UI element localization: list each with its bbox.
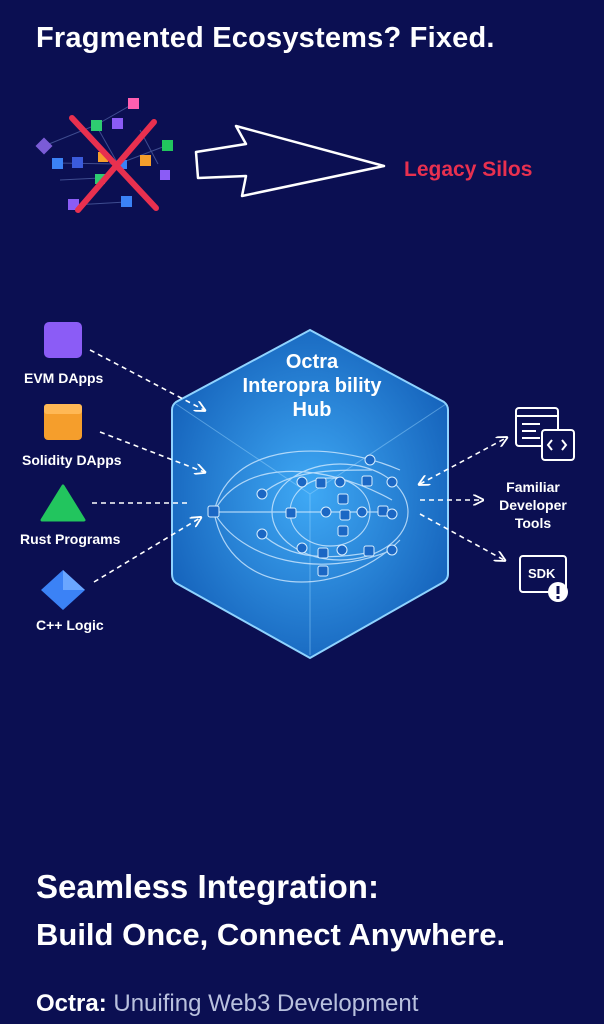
tagline-line1: Seamless Integration:	[36, 868, 379, 905]
developer-tools-line3: Tools	[514, 515, 552, 531]
sdk-label: SDK	[528, 566, 556, 581]
green-triangle-icon	[40, 484, 86, 522]
page-title: Fragmented Ecosystems? Fixed.	[36, 22, 495, 54]
sdk-icon	[519, 555, 568, 602]
developer-tools-icon	[515, 407, 575, 461]
developer-tools-label: Familiar Developer Tools	[488, 478, 578, 532]
developer-tools-line2: Developer	[499, 497, 567, 513]
big-arrow-icon	[194, 124, 386, 198]
fragmented-cluster-icon	[35, 98, 173, 213]
footer: Octra: Unuifing Web3 Development	[36, 990, 418, 1018]
hub-title-line3: Hub	[292, 399, 332, 421]
legacy-silos-label: Legacy Silos	[404, 158, 533, 181]
footer-brand: Octra:	[36, 990, 107, 1017]
network-nodes	[207, 454, 398, 577]
cpp-logic-label: C++ Logic	[36, 617, 104, 633]
output-arrows	[420, 438, 506, 560]
evm-dapps-label: EVM DApps	[24, 370, 104, 386]
hub-title: Octra Interopra bility Hub	[232, 350, 392, 422]
hub-title-line1: Octra	[285, 351, 339, 373]
hub-title-line2: Interopra bility	[242, 375, 382, 397]
purple-cube-icon	[44, 322, 82, 358]
solidity-dapps-label: Solidity DApps	[22, 452, 122, 468]
input-arrows	[89, 349, 204, 583]
blue-diamond-icon	[41, 570, 85, 610]
footer-text: Unuifing Web3 Development	[106, 990, 419, 1017]
network-lines	[213, 450, 409, 583]
tagline-line2: Build Once, Connect Anywhere.	[36, 917, 506, 952]
orange-box-icon	[44, 404, 82, 440]
rust-programs-label: Rust Programs	[20, 531, 121, 547]
developer-tools-line1: Familiar	[506, 479, 560, 495]
tagline: Seamless Integration: Build Once, Connec…	[36, 866, 505, 956]
hub-hexagon	[171, 328, 449, 660]
